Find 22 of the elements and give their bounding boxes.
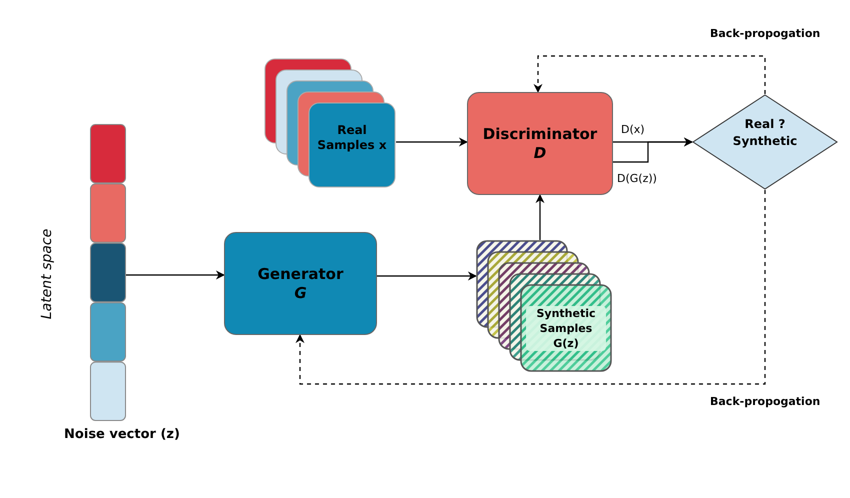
arrow <box>613 138 693 163</box>
box-title: Generator <box>256 264 344 284</box>
process-note: Back-propogation <box>710 27 820 40</box>
box-symbol: G <box>293 284 308 302</box>
dashed-arrow <box>296 190 766 385</box>
arrow <box>377 272 477 280</box>
card-label: Synthetic Samples G(z) <box>526 306 606 351</box>
process-box <box>467 92 613 195</box>
box-title: Discriminator <box>482 124 598 144</box>
edge-label: D(G(z)) <box>616 172 658 185</box>
process-box <box>224 232 377 335</box>
process-note: Back-propogation <box>710 395 820 408</box>
card-label: Real Samples x <box>316 123 388 153</box>
arrow <box>396 138 468 146</box>
arrow <box>536 194 544 240</box>
axis-caption: Latent space <box>39 228 55 322</box>
dashed-arrow <box>534 55 766 94</box>
arrow <box>126 270 225 280</box>
vector-caption: Noise vector (z) <box>63 427 181 442</box>
box-symbol: D <box>532 144 548 162</box>
decision-label: Real ? Synthetic <box>732 116 798 150</box>
edge-label: D(x) <box>620 123 646 136</box>
